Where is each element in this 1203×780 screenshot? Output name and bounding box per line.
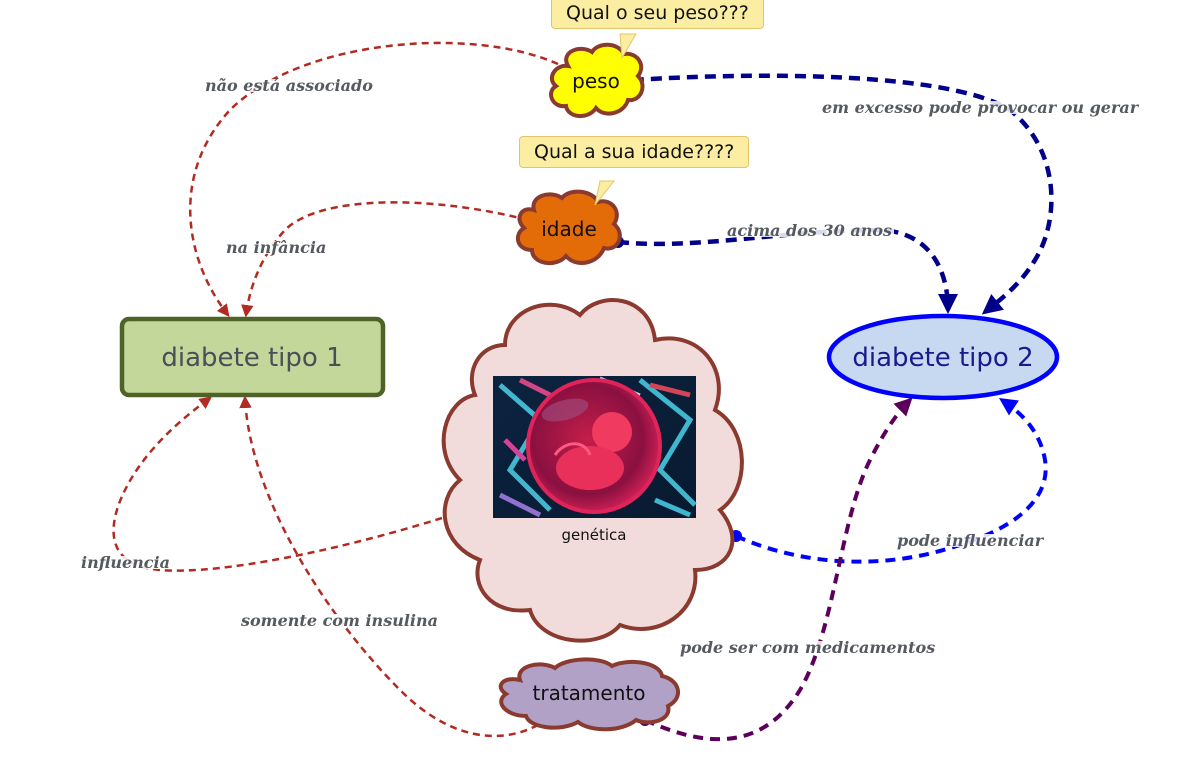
edge-label-pode-ser-medicamentos: pode ser com medicamentos — [680, 638, 935, 657]
node-idade-label: idade — [541, 217, 597, 241]
embryo-head — [592, 412, 632, 452]
node-diabete-tipo-1[interactable]: diabete tipo 1 — [119, 316, 386, 398]
edge-idade-to-tipo1[interactable] — [241, 201, 529, 318]
edge-label-background — [895, 534, 1047, 547]
callout-pointer-idade — [594, 180, 616, 206]
cloud-shape — [549, 42, 645, 118]
edge-label-background — [725, 224, 895, 237]
edge-tratamento-to-tipo2[interactable] — [644, 397, 913, 742]
node-peso[interactable]: peso — [549, 42, 645, 118]
edge-tratamento-to-tipo1[interactable] — [239, 395, 539, 738]
edge-label-na-infancia: na infância — [226, 238, 326, 257]
node-diabete-tipo-2-label: diabete tipo 2 — [852, 343, 1033, 373]
node-tratamento[interactable]: tratamento — [498, 657, 680, 732]
edge-label-em-excesso: em excesso pode provocar ou gerar — [822, 98, 1140, 117]
node-diabete-tipo-1-label: diabete tipo 1 — [161, 343, 342, 373]
edge-label-background — [224, 241, 329, 254]
cloud-shape — [498, 657, 680, 732]
edge-label-acima-30-anos: acima dos 30 anos — [727, 221, 892, 240]
node-genetica-label: genética — [562, 526, 627, 544]
edge-label-background — [238, 614, 440, 627]
node-tratamento-label: tratamento — [533, 681, 646, 705]
callout-pointer-peso — [619, 33, 637, 60]
node-genetica[interactable]: genética — [441, 298, 744, 643]
node-diabete-tipo-2[interactable]: diabete tipo 2 — [826, 313, 1060, 401]
cloud-shape — [515, 189, 622, 266]
edge-idade-to-tipo2[interactable] — [617, 227, 959, 315]
edge-label-pode-influenciar: pode influenciar — [897, 531, 1045, 550]
embryo-dna-image — [493, 376, 697, 518]
edge-label-background — [820, 101, 1142, 114]
edge-label-background — [203, 79, 376, 92]
edge-genetica-to-tipo1[interactable] — [112, 396, 443, 572]
edge-peso-to-tipo1[interactable] — [189, 41, 559, 317]
callout-peso-question: Qual o seu peso??? — [551, 0, 764, 29]
edge-label-somente-insulina: somente com insulina — [240, 611, 438, 630]
edge-genetica-to-tipo2[interactable] — [735, 398, 1048, 564]
edge-label-nao-esta-associado: não está associado — [205, 76, 373, 95]
edge-label-background — [79, 556, 172, 569]
node-peso-label: peso — [572, 69, 620, 93]
edge-label-influencia: influencia — [81, 553, 170, 572]
callout-idade-question: Qual a sua idade???? — [519, 136, 750, 168]
edge-peso-to-tipo2[interactable] — [632, 73, 1054, 315]
edge-label-background — [678, 641, 938, 654]
node-idade[interactable]: idade — [515, 189, 622, 266]
